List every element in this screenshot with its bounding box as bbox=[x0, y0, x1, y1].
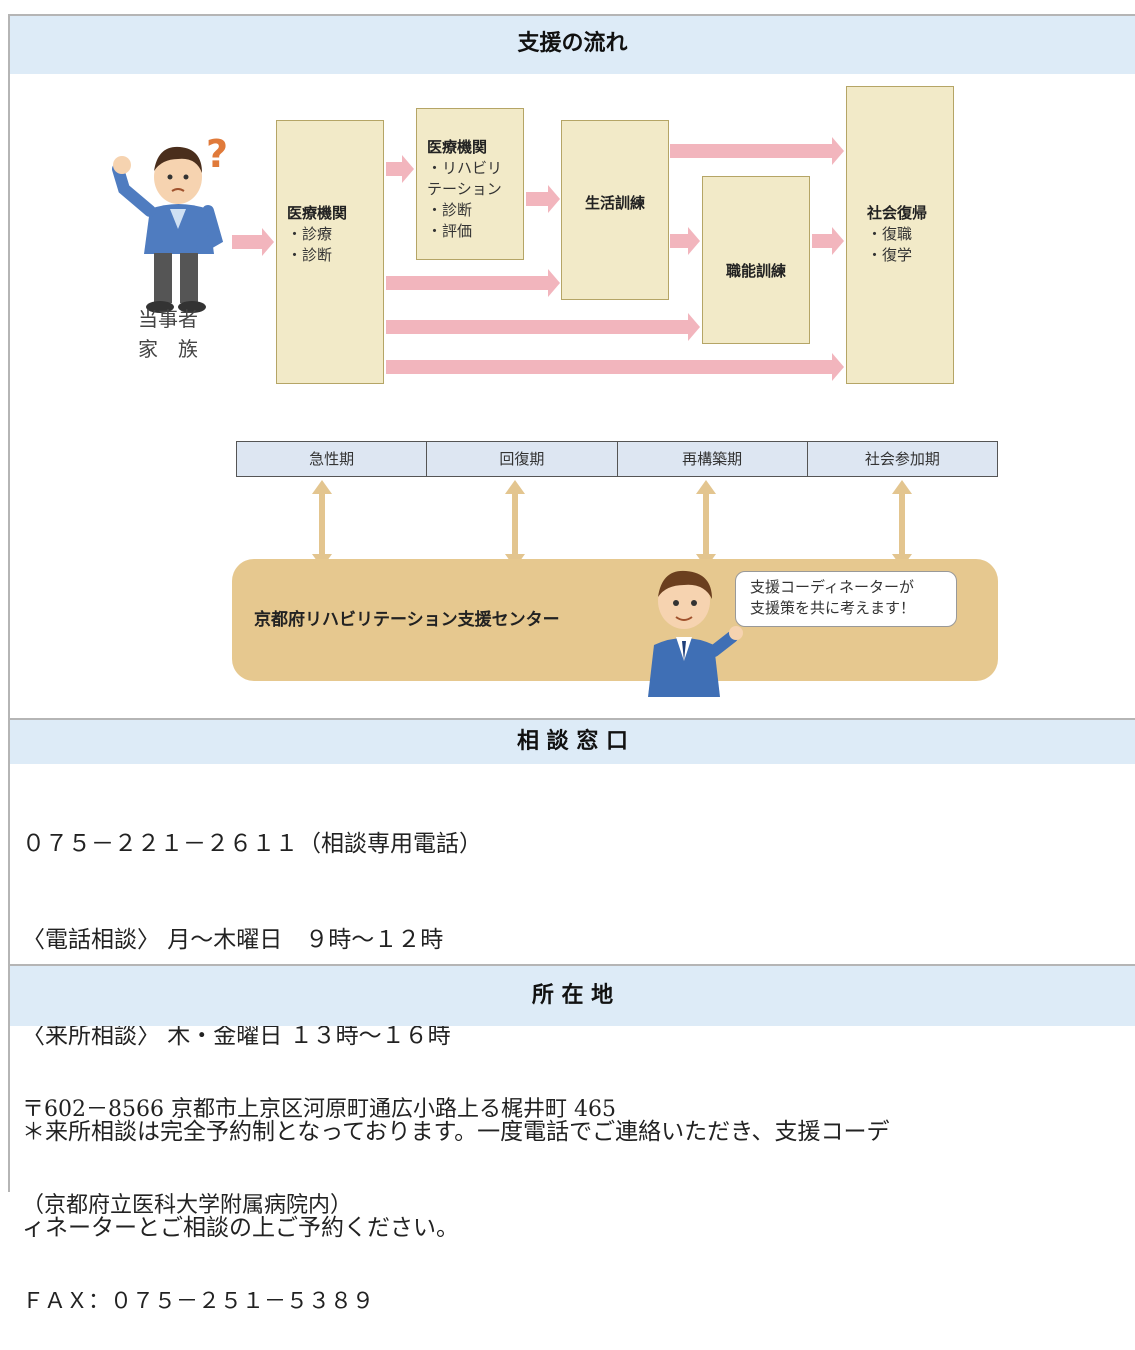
phase-acute: 急性期 bbox=[237, 442, 428, 476]
phase-row: 急性期 回復期 再構築期 社会参加期 bbox=[236, 441, 998, 477]
consult-section-header: 相 談 窓 口 bbox=[10, 718, 1135, 764]
medical1-title: 医療機関 bbox=[287, 204, 348, 222]
flow-section-header: 支援の流れ bbox=[10, 16, 1135, 74]
consult-note-line1: ＊来所相談は完全予約制となっております。一度電話でご連絡いただき、支援コーデ bbox=[22, 1119, 890, 1145]
question-person-icon: ? bbox=[112, 132, 228, 313]
consult-details: ０７５－２２１－２６１１（相談専用電話） 〈電話相談〉 月～木曜日 ９時～１２時… bbox=[22, 764, 890, 1276]
social-return-title: 社会復帰 bbox=[867, 204, 928, 222]
medical2-title: 医療機関 bbox=[427, 138, 488, 156]
medical1-item: ・診療 bbox=[287, 225, 333, 243]
speech-bubble-line2: 支援策を共に考えます！ bbox=[750, 599, 916, 617]
consult-phone-hours: 〈電話相談〉 月～木曜日 ９時～１２時 bbox=[22, 927, 444, 953]
flow-arrow bbox=[670, 137, 844, 165]
address-details: 〒602－8566 京都市上京区河原町通広小路上る梶井町 465 （京都府立医科… bbox=[22, 1030, 616, 1350]
medical-institution-box-2: 医療機関 ・リハビリ テーション ・診断 ・評価 bbox=[416, 108, 524, 260]
life-training-box: 生活訓練 bbox=[561, 120, 669, 300]
flow-arrow bbox=[232, 228, 274, 256]
medical1-item: ・診断 bbox=[287, 246, 333, 264]
medical2-item: ・評価 bbox=[427, 222, 473, 240]
social-return-item: ・復職 bbox=[867, 225, 913, 243]
address-section-header: 所 在 地 bbox=[10, 964, 1135, 1026]
flow-arrow bbox=[386, 269, 560, 297]
address-fax: ＦＡＸ：０７５－２５１－５３８９ bbox=[22, 1289, 375, 1314]
flow-arrow bbox=[526, 185, 560, 213]
support-flow-diagram: ? 当事者 家 族 医療機関 ・診療 ・診断 医療機関 ・リハビリ テーション … bbox=[10, 74, 1135, 718]
flow-arrow bbox=[386, 313, 700, 341]
address-building: （京都府立医科大学附属病院内） bbox=[22, 1193, 353, 1218]
phase-rebuild: 再構築期 bbox=[618, 442, 808, 476]
speech-bubble: 支援コーディネーターが 支援策を共に考えます！ bbox=[735, 571, 957, 627]
consult-visit-hours: 〈来所相談〉 木・金曜日 １３時～１６時 bbox=[22, 1023, 451, 1049]
phase-recovery: 回復期 bbox=[427, 442, 618, 476]
double-arrow-icon bbox=[892, 480, 912, 568]
medical-institution-box-1: 医療機関 ・診療 ・診断 bbox=[276, 120, 384, 384]
support-center-name: 京都府リハビリテーション支援センター bbox=[254, 610, 560, 630]
support-center-box: 京都府リハビリテーション支援センター 支援コーディネーターが 支援策を共に考えま… bbox=[232, 559, 998, 697]
medical2-item: テーション bbox=[427, 180, 502, 198]
social-return-box: 社会復帰 ・復職 ・復学 bbox=[846, 86, 954, 384]
flow-arrow bbox=[670, 227, 700, 255]
consult-title: 相 談 窓 口 bbox=[517, 729, 628, 754]
consult-phone: ０７５－２２１－２６１１（相談専用電話） bbox=[22, 831, 482, 857]
life-training-title: 生活訓練 bbox=[584, 194, 645, 212]
medical2-item: ・リハビリ bbox=[427, 159, 503, 177]
double-arrow-icon bbox=[312, 480, 332, 568]
page-frame bbox=[8, 14, 1135, 1192]
address-title: 所 在 地 bbox=[531, 983, 614, 1008]
flow-title: 支援の流れ bbox=[517, 31, 628, 56]
vocational-training-title: 職能訓練 bbox=[725, 262, 786, 280]
social-return-item: ・復学 bbox=[867, 246, 913, 264]
double-arrow-icon bbox=[505, 480, 525, 568]
medical2-item: ・診断 bbox=[427, 201, 473, 219]
double-arrow-icon bbox=[696, 480, 716, 568]
svg-text:?: ? bbox=[206, 132, 228, 176]
speech-bubble-line1: 支援コーディネーターが bbox=[750, 578, 914, 596]
presenter-person-icon bbox=[648, 570, 743, 697]
family-label-line2: 家 族 bbox=[138, 337, 198, 361]
flow-arrow bbox=[386, 155, 414, 183]
address-postal: 〒602－8566 京都市上京区河原町通広小路上る梶井町 465 bbox=[22, 1097, 616, 1122]
family-label-line1: 当事者 bbox=[138, 307, 198, 331]
flow-arrow bbox=[812, 227, 844, 255]
flow-arrow bbox=[386, 353, 844, 381]
family-label: 当事者 家 族 bbox=[138, 304, 198, 364]
vocational-training-box: 職能訓練 bbox=[702, 176, 810, 344]
phase-social-participation: 社会参加期 bbox=[864, 450, 940, 468]
